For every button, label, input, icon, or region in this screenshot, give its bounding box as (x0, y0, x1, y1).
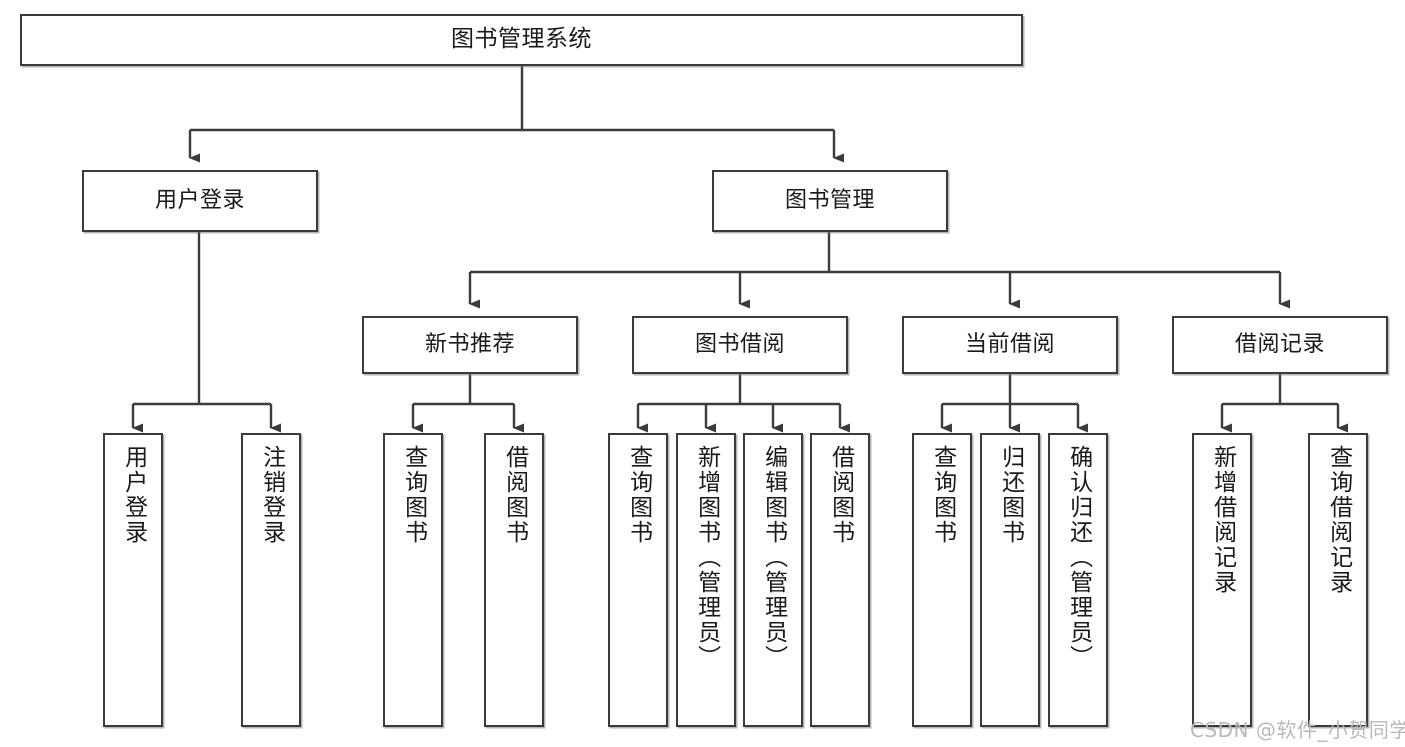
node-label: 查询图书 (929, 445, 956, 545)
node-leaf-add-record[interactable]: 新增借阅记录 (1192, 433, 1252, 727)
node-label: 用户登录 (120, 445, 147, 545)
node-leaf-query-book-2[interactable]: 查询图书 (608, 433, 668, 727)
node-label: 新书推荐 (424, 331, 515, 357)
node-leaf-borrow-book-2[interactable]: 借阅图书 (810, 433, 870, 727)
node-leaf-query-record[interactable]: 查询借阅记录 (1308, 433, 1368, 727)
node-new-book-recommend[interactable]: 新书推荐 (362, 316, 578, 374)
csdn-watermark: CSDN @软件_小贺同学 (1190, 718, 1405, 742)
node-leaf-user-login[interactable]: 用户登录 (103, 433, 163, 727)
node-label: 确认归还（管理员） (1065, 445, 1092, 670)
node-leaf-return-book[interactable]: 归还图书 (980, 433, 1040, 727)
node-book-manage[interactable]: 图书管理 (712, 170, 948, 232)
node-label: 图书借阅 (694, 331, 785, 357)
node-leaf-user-logout[interactable]: 注销登录 (241, 433, 301, 727)
node-leaf-confirm-return[interactable]: 确认归还（管理员） (1048, 433, 1108, 727)
node-user-login[interactable]: 用户登录 (82, 170, 318, 232)
node-leaf-edit-book[interactable]: 编辑图书（管理员） (743, 433, 803, 727)
node-label: 图书管理系统 (451, 26, 592, 53)
node-label: 编辑图书（管理员） (760, 445, 787, 670)
node-leaf-query-book-1[interactable]: 查询图书 (383, 433, 443, 727)
node-borrow-record[interactable]: 借阅记录 (1172, 316, 1388, 374)
node-label: 借阅记录 (1234, 331, 1325, 357)
node-current-borrow[interactable]: 当前借阅 (902, 316, 1118, 374)
node-label: 新增图书（管理员） (693, 445, 720, 670)
node-label: 查询借阅记录 (1325, 445, 1352, 595)
node-label: 图书管理 (784, 187, 875, 213)
node-label: 查询图书 (400, 445, 427, 545)
node-label: 当前借阅 (964, 331, 1055, 357)
node-label: 归还图书 (997, 445, 1024, 545)
node-label: 新增借阅记录 (1209, 445, 1236, 595)
node-label: 注销登录 (258, 445, 285, 545)
node-label: 借阅图书 (501, 445, 528, 545)
node-label: 查询图书 (625, 445, 652, 545)
node-book-borrow[interactable]: 图书借阅 (632, 316, 848, 374)
node-label: 用户登录 (154, 187, 245, 213)
node-leaf-borrow-book-1[interactable]: 借阅图书 (484, 433, 544, 727)
node-leaf-add-book[interactable]: 新增图书（管理员） (676, 433, 736, 727)
node-label: 借阅图书 (827, 445, 854, 545)
node-root-book-management-system[interactable]: 图书管理系统 (20, 14, 1023, 66)
node-leaf-query-book-3[interactable]: 查询图书 (912, 433, 972, 727)
